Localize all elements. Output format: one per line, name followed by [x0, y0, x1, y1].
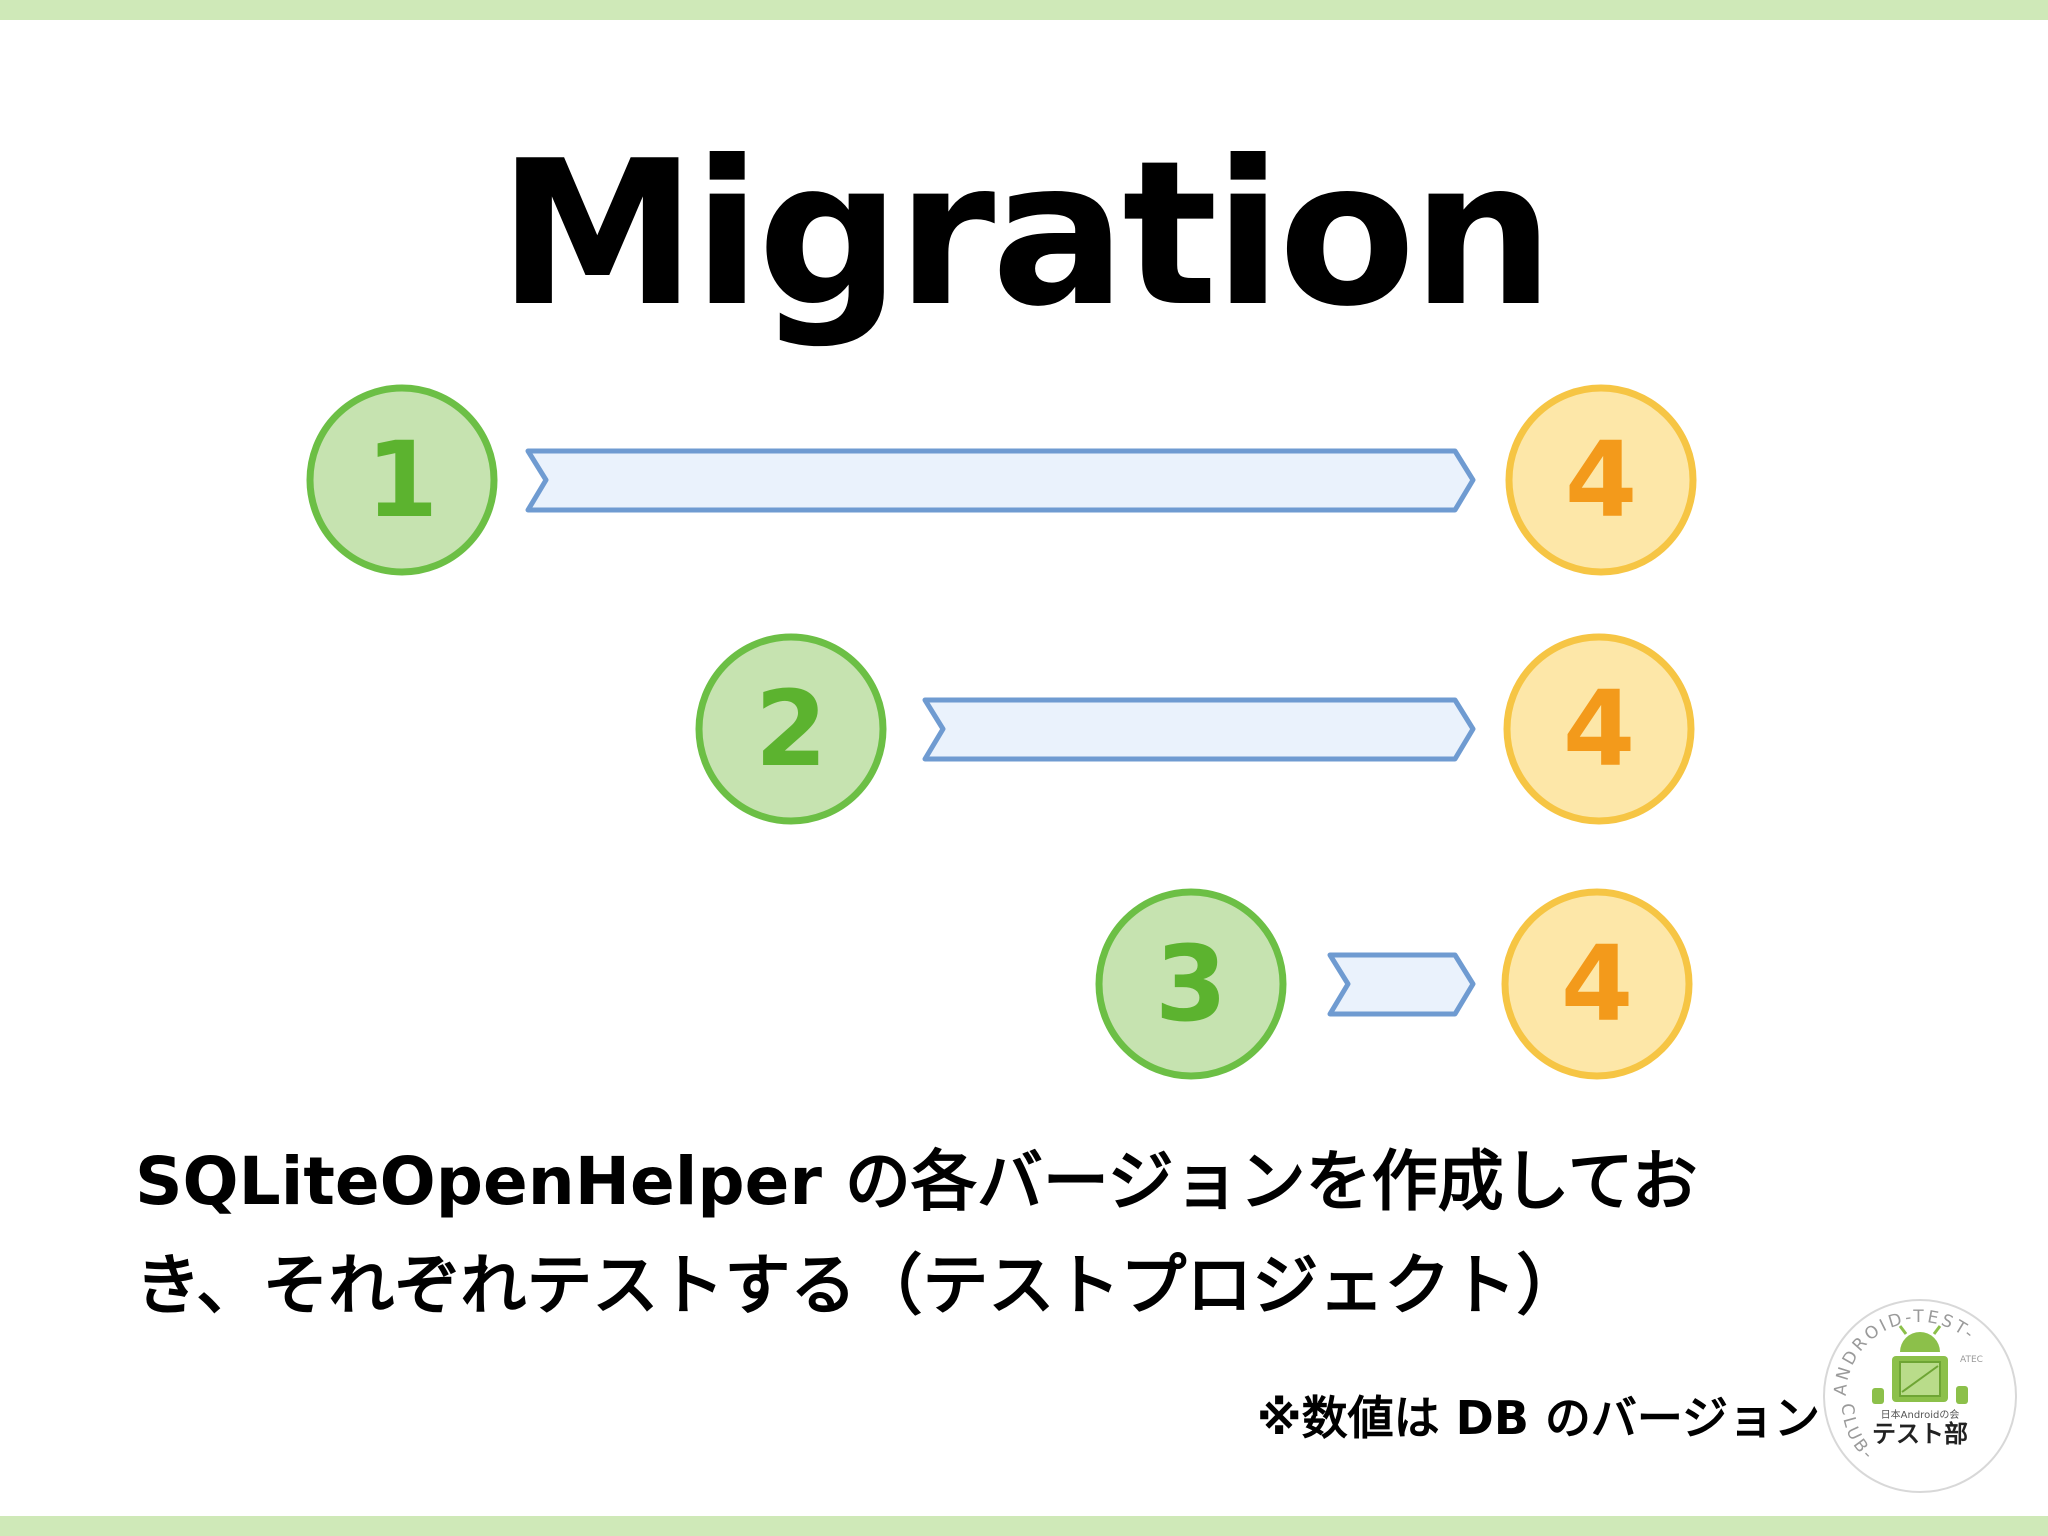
caption-line-1: SQLiteOpenHelper の各バージョンを作成してお	[135, 1143, 1698, 1220]
version-circle-from	[306, 384, 498, 576]
slide-title: Migration	[497, 118, 1554, 351]
migration-arrow	[525, 448, 1476, 513]
android-robot-icon	[1872, 1325, 1968, 1404]
migration-row-3: 3 4	[1095, 888, 1693, 1080]
caption-line-2: き、それぞれテストする（テストプロジェクト）	[135, 1247, 1583, 1324]
migration-row-1: 1 4	[306, 384, 1697, 576]
bottom-band	[0, 1516, 2048, 1536]
caption: SQLiteOpenHelper の各バージョンを作成してお き、それぞれテスト…	[135, 1130, 1935, 1338]
version-circle-to	[1505, 384, 1697, 576]
version-number-to: 4	[1563, 668, 1635, 790]
version-number-to: 4	[1565, 419, 1637, 541]
logo-caption-main: テスト部	[1872, 1420, 1968, 1448]
top-band	[0, 0, 2048, 20]
version-number-to: 4	[1561, 923, 1633, 1045]
version-note: ※数値は DB のバージョン	[1256, 1391, 1820, 1445]
migration-diagram: 1 4 2 4 3 4	[306, 384, 1697, 1080]
version-circle-to	[1503, 633, 1695, 825]
version-circle-from	[695, 633, 887, 825]
logo-small-label: ATEC	[1960, 1355, 1983, 1365]
version-number-from: 3	[1155, 923, 1227, 1045]
migration-row-2: 2 4	[695, 633, 1695, 825]
test-club-logo: ANDROID-TEST- CLUB- ATEC 日本Androidの会 テスト…	[1823, 1299, 2017, 1493]
version-circle-to	[1501, 888, 1693, 1080]
version-number-from: 1	[366, 419, 438, 541]
version-number-from: 2	[755, 668, 827, 790]
migration-arrow	[922, 697, 1476, 762]
version-circle-from	[1095, 888, 1287, 1080]
migration-arrow	[1327, 952, 1476, 1017]
logo-caption-small: 日本Androidの会	[1881, 1408, 1960, 1421]
